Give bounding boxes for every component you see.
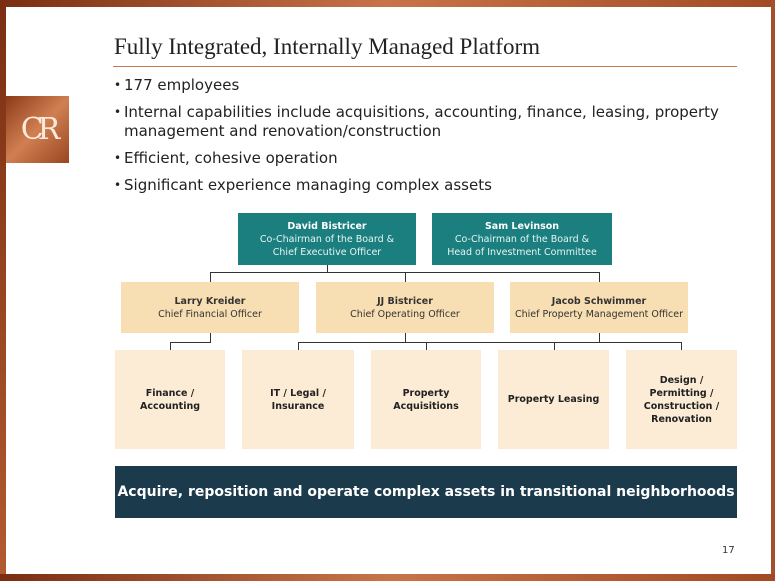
dept-box: Design / Permitting / Construction / Ren…	[626, 350, 737, 449]
person-role: Chief Operating Officer	[350, 308, 460, 320]
title-divider	[113, 66, 737, 67]
person-name: Larry Kreider	[174, 295, 246, 307]
bullet-item: 177 employees	[114, 76, 734, 95]
connector	[170, 342, 171, 350]
frame-right	[771, 0, 775, 581]
connector	[327, 265, 328, 272]
org-box-coo: JJ Bistricer Chief Operating Officer	[316, 282, 494, 333]
person-role: Co-Chairman of the Board &	[259, 233, 395, 245]
person-name: Jacob Schwimmer	[551, 295, 647, 307]
person-name: JJ Bistricer	[377, 295, 433, 307]
bullet-item: Efficient, cohesive operation	[114, 149, 734, 168]
page-title: Fully Integrated, Internally Managed Pla…	[114, 34, 541, 59]
person-name: Sam Levinson	[484, 220, 560, 232]
dept-box: Property Acquisitions	[371, 350, 481, 449]
connector	[405, 272, 406, 282]
mission-banner: Acquire, reposition and operate complex …	[115, 466, 737, 518]
person-role: Chief Property Management Officer	[515, 308, 683, 320]
frame-left	[0, 0, 6, 581]
bullet-item: Internal capabilities include acquisitio…	[114, 103, 734, 141]
connector	[405, 333, 406, 342]
connector	[426, 342, 427, 350]
company-logo: CR	[6, 96, 69, 163]
connector	[210, 272, 211, 282]
org-box-cpmo: Jacob Schwimmer Chief Property Managemen…	[510, 282, 688, 333]
bullet-list: 177 employees Internal capabilities incl…	[114, 76, 734, 203]
frame-bottom	[0, 574, 775, 581]
connector	[599, 333, 600, 342]
person-role: Chief Executive Officer	[272, 246, 382, 258]
connector	[298, 342, 299, 350]
connector	[554, 342, 555, 350]
dept-box: Property Leasing	[498, 350, 609, 449]
bullet-item: Significant experience managing complex …	[114, 176, 734, 195]
connector	[210, 333, 211, 342]
dept-box: Finance / Accounting	[115, 350, 225, 449]
person-name: David Bistricer	[287, 220, 367, 232]
person-role: Head of Investment Committee	[447, 246, 597, 258]
org-box-ceo: David Bistricer Co-Chairman of the Board…	[238, 213, 416, 265]
org-box-cochairman: Sam Levinson Co-Chairman of the Board & …	[432, 213, 612, 265]
dept-box: IT / Legal / Insurance	[242, 350, 354, 449]
connector	[298, 342, 682, 343]
connector	[170, 342, 211, 343]
frame-top	[0, 0, 775, 7]
person-role: Co-Chairman of the Board &	[454, 233, 590, 245]
org-box-cfo: Larry Kreider Chief Financial Officer	[121, 282, 299, 333]
connector	[599, 272, 600, 282]
connector	[681, 342, 682, 350]
page-number: 17	[722, 545, 735, 556]
person-role: Chief Financial Officer	[158, 308, 262, 320]
